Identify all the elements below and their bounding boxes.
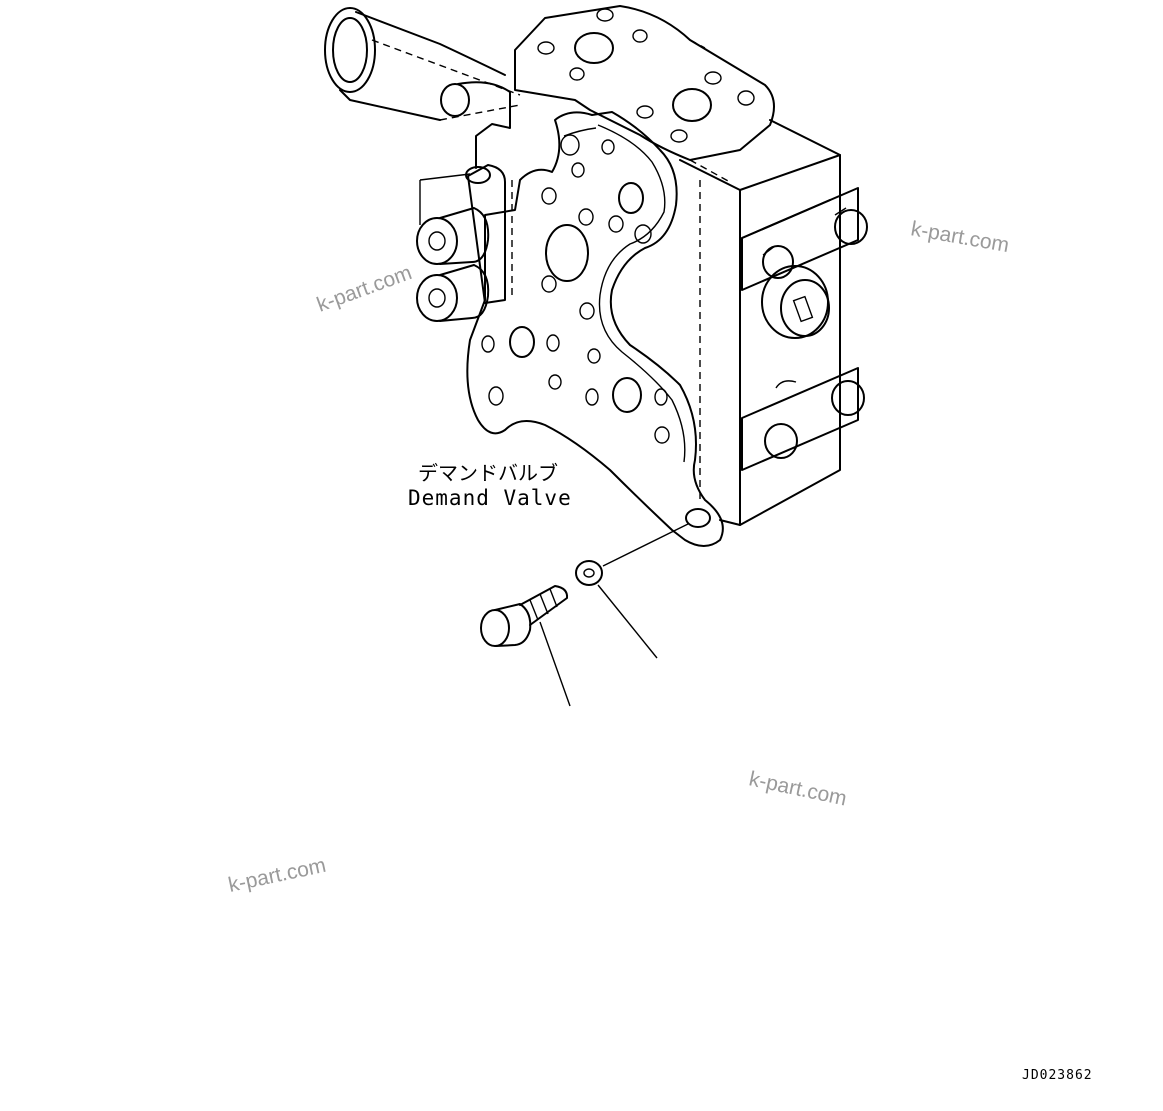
watermark: k-part.com: [226, 854, 328, 897]
tube-fitting: [324, 7, 521, 169]
main-flange: [466, 111, 724, 547]
center-plug: [761, 265, 830, 339]
lower-cover-plate: [741, 367, 865, 471]
watermark: k-part.com: [314, 261, 415, 317]
watermark: k-part.com: [909, 217, 1011, 257]
top-plate: [514, 5, 775, 161]
part-label-japanese: デマンドバルブ: [418, 461, 558, 485]
washer: [575, 560, 603, 586]
demand-valve-body: [324, 5, 868, 547]
upper-cover-plate: [741, 187, 868, 291]
left-port-block: [416, 164, 513, 322]
part-label-english: Demand Valve: [408, 486, 572, 510]
bolt: [480, 585, 569, 647]
watermark: k-part.com: [747, 767, 849, 810]
leader-lines: [539, 523, 689, 707]
right-housing: [679, 119, 841, 526]
drawing-code: JD023862: [1022, 1068, 1093, 1083]
